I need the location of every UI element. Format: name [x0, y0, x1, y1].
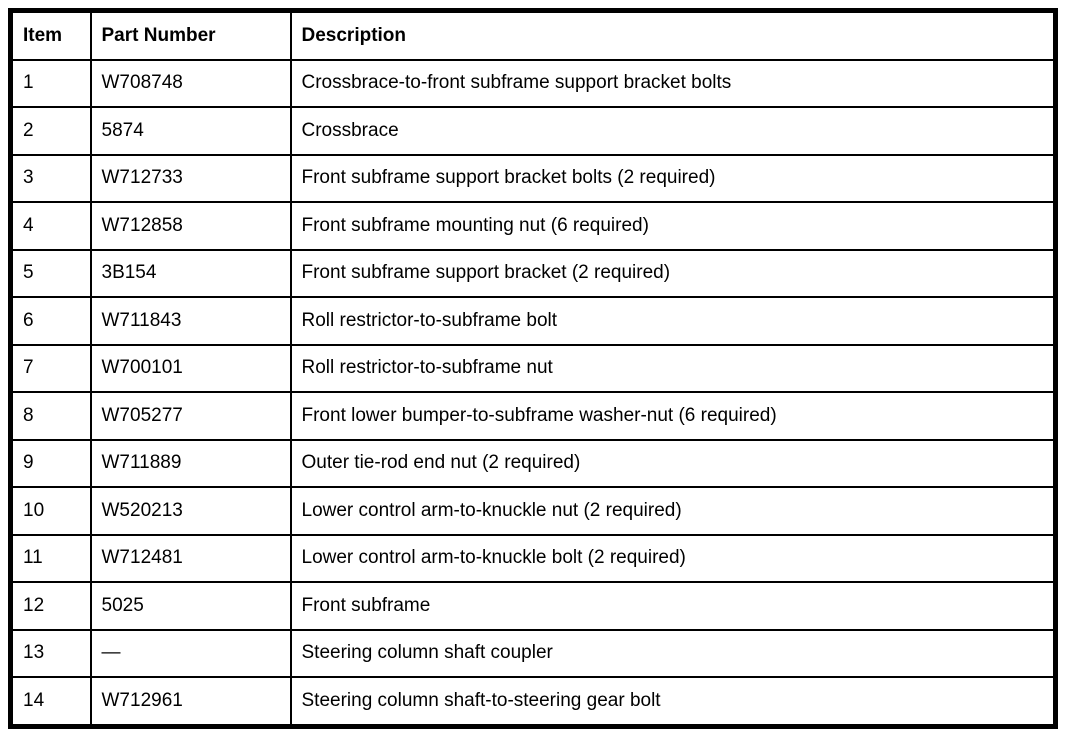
description-cell: Crossbrace-to-front subframe support bra…: [289, 58, 1057, 108]
description-cell: Front subframe support bracket (2 requir…: [289, 248, 1057, 298]
part-number-cell: W711889: [89, 438, 292, 488]
description-cell: Outer tie-rod end nut (2 required): [289, 438, 1057, 488]
part-number-cell: W705277: [89, 391, 292, 441]
description-cell: Lower control arm-to-knuckle bolt (2 req…: [289, 533, 1057, 583]
part-number-cell: W520213: [89, 486, 292, 536]
table-row: 13—Steering column shaft coupler: [9, 628, 1057, 678]
header-row: Item Part Number Description: [9, 9, 1057, 61]
column-header-description: Description: [289, 9, 1057, 61]
description-cell: Roll restrictor-to-subframe nut: [289, 343, 1057, 393]
item-cell: 7: [9, 343, 92, 393]
description-cell: Front lower bumper-to-subframe washer-nu…: [289, 391, 1057, 441]
table-header: Item Part Number Description: [9, 9, 1057, 61]
item-cell: 4: [9, 201, 92, 251]
part-number-cell: W712961: [89, 676, 292, 727]
item-cell: 5: [9, 248, 92, 298]
item-cell: 14: [9, 676, 92, 727]
item-cell: 10: [9, 486, 92, 536]
part-number-cell: W708748: [89, 58, 292, 108]
item-cell: 11: [9, 533, 92, 583]
item-cell: 2: [9, 106, 92, 156]
part-number-cell: 5874: [89, 106, 292, 156]
item-cell: 8: [9, 391, 92, 441]
column-header-item: Item: [9, 9, 92, 61]
description-cell: Front subframe support bracket bolts (2 …: [289, 153, 1057, 203]
part-number-cell: W712858: [89, 201, 292, 251]
item-cell: 13: [9, 628, 92, 678]
part-number-cell: W712733: [89, 153, 292, 203]
description-cell: Crossbrace: [289, 106, 1057, 156]
description-cell: Lower control arm-to-knuckle nut (2 requ…: [289, 486, 1057, 536]
item-cell: 3: [9, 153, 92, 203]
part-number-cell: 5025: [89, 581, 292, 631]
part-number-cell: W711843: [89, 296, 292, 346]
description-cell: Front subframe: [289, 581, 1057, 631]
description-cell: Steering column shaft coupler: [289, 628, 1057, 678]
column-header-part-number: Part Number: [89, 9, 292, 61]
item-cell: 6: [9, 296, 92, 346]
part-number-cell: 3B154: [89, 248, 292, 298]
item-cell: 12: [9, 581, 92, 631]
part-number-cell: W700101: [89, 343, 292, 393]
part-number-cell: —: [89, 628, 292, 678]
description-cell: Steering column shaft-to-steering gear b…: [289, 676, 1057, 727]
description-cell: Roll restrictor-to-subframe bolt: [289, 296, 1057, 346]
item-cell: 1: [9, 58, 92, 108]
description-cell: Front subframe mounting nut (6 required): [289, 201, 1057, 251]
part-number-cell: W712481: [89, 533, 292, 583]
item-cell: 9: [9, 438, 92, 488]
